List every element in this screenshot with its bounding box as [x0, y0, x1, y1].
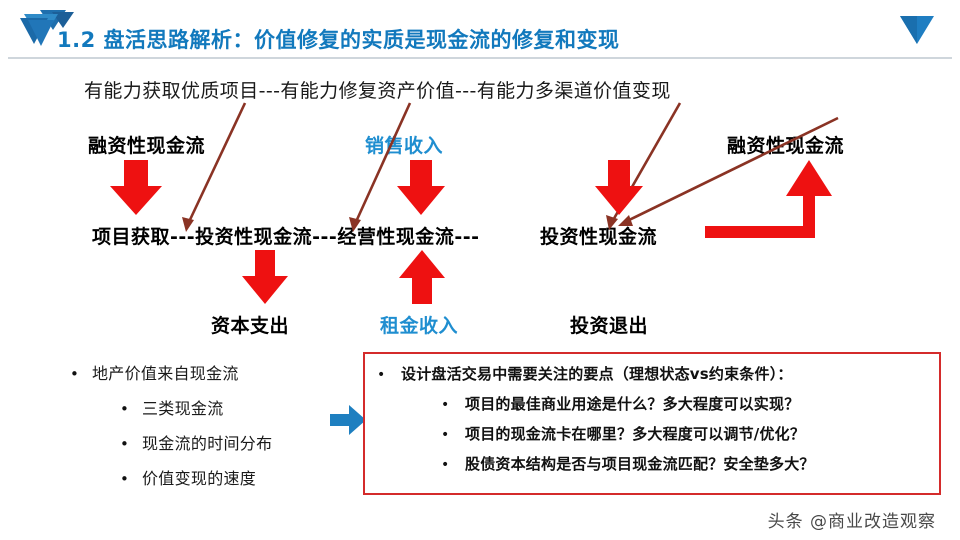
list-item: • 三类现金流: [62, 395, 352, 419]
bullet-marker: •: [70, 365, 79, 383]
list-item: • 价值变现的速度: [62, 465, 352, 489]
cashflow-bullet-list: • 地产价值来自现金流 • 三类现金流 • 现金流的时间分布 • 价值变现的速度: [62, 360, 352, 500]
arrow-elbow-up-icon: [705, 160, 832, 238]
keypoints-question: 项目的现金流卡在哪里？多大程度可以调节/优化？: [465, 425, 806, 443]
thin-diagonal-arrow-icon: [606, 102, 682, 230]
arrow-down-icon: [110, 160, 162, 215]
list-item: • 股债资本结构是否与项目现金流匹配？安全垫多大？: [371, 453, 931, 474]
label-financing-cashflow-right: 融资性现金流: [727, 135, 845, 157]
lead-statement: 有能力获取优质项目---有能力修复资产价值---有能力多渠道价值变现: [84, 80, 671, 102]
arrow-up-icon: [399, 250, 445, 304]
keypoints-question: 股债资本结构是否与项目现金流匹配？安全垫多大？: [465, 455, 815, 473]
bullet-sub-text: 现金流的时间分布: [142, 434, 273, 453]
list-item: • 项目的现金流卡在哪里？多大程度可以调节/优化？: [371, 423, 931, 444]
bullet-marker: •: [120, 400, 129, 418]
thin-diagonal-arrow-icon: [182, 102, 247, 232]
bullet-marker: •: [441, 427, 450, 443]
bullet-main-text: 地产价值来自现金流: [92, 364, 239, 383]
bullet-sub-text: 三类现金流: [142, 399, 224, 418]
arrow-down-icon: [595, 160, 643, 215]
keypoints-question: 项目的最佳商业用途是什么？多大程度可以实现？: [465, 395, 800, 413]
flow-chain-investment-cashflow: 投资性现金流: [540, 226, 658, 248]
list-item: • 设计盘活交易中需要关注的要点（理想状态vs约束条件）：: [371, 363, 931, 384]
triangle-down-icon: [896, 12, 938, 46]
bullet-marker: •: [441, 457, 450, 473]
bullet-marker: •: [441, 397, 450, 413]
list-item: • 项目的最佳商业用途是什么？多大程度可以实现？: [371, 393, 931, 414]
page-title: 1.2 盘活思路解析：价值修复的实质是现金流的修复和变现: [57, 28, 620, 52]
watermark: 头条 @商业改造观察: [767, 512, 936, 532]
list-item: • 地产价值来自现金流: [62, 360, 352, 384]
label-financing-cashflow-left: 融资性现金流: [88, 135, 206, 157]
bullet-marker: •: [120, 435, 129, 453]
list-item: • 现金流的时间分布: [62, 430, 352, 454]
keypoints-heading: 设计盘活交易中需要关注的要点（理想状态vs约束条件）：: [401, 365, 793, 383]
label-rental-income: 租金收入: [380, 315, 459, 337]
bullet-marker: •: [377, 367, 386, 383]
bullet-marker: •: [120, 470, 129, 488]
label-capital-expenditure: 资本支出: [211, 315, 290, 337]
title-divider: [8, 57, 952, 59]
label-investment-exit: 投资退出: [570, 315, 649, 337]
thin-diagonal-arrow-icon: [349, 102, 412, 232]
label-sales-revenue: 销售收入: [365, 135, 444, 157]
arrow-down-icon: [397, 160, 445, 215]
bullet-sub-text: 价值变现的速度: [142, 469, 257, 488]
arrow-down-icon: [242, 250, 288, 304]
triangle-stack-icon: [14, 8, 76, 56]
arrow-right-blue-icon: [328, 403, 368, 437]
key-points-box: • 设计盘活交易中需要关注的要点（理想状态vs约束条件）： • 项目的最佳商业用…: [363, 352, 941, 495]
flow-chain-main: 项目获取---投资性现金流---经营性现金流---: [92, 226, 480, 248]
